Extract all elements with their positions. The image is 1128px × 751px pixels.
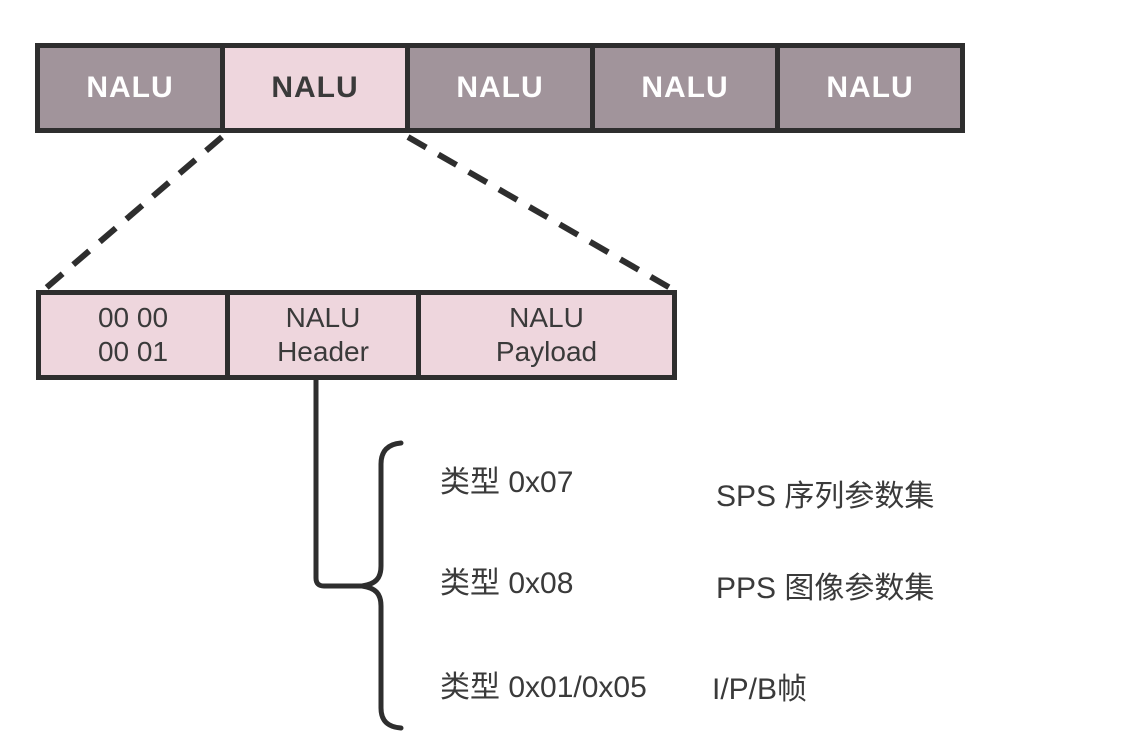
nalu-payload-line2: Payload (495, 336, 598, 367)
type-0x07-label: 类型 0x07 (440, 466, 574, 499)
nalu-header-line2: Header (277, 336, 369, 367)
type-0x07-meaning: SPS 序列参数集 (716, 480, 935, 513)
nalu-header-line1: NALU (285, 302, 361, 333)
nalu-block: NALU (775, 48, 960, 128)
curly-brace (361, 440, 404, 731)
nalu-header-cell: NALU Header (225, 295, 416, 375)
nalu-block: NALU (590, 48, 775, 128)
dashed-guide-left (44, 134, 224, 291)
header-connector-line (313, 375, 365, 589)
type-0x08-meaning: PPS 图像参数集 (716, 572, 935, 605)
start-code-cell: 00 00 00 01 (41, 295, 225, 375)
type-0x01-0x05-label: 类型 0x01/0x05 (440, 671, 647, 704)
type-0x01-0x05-meaning: I/P/B帧 (712, 673, 808, 706)
nalu-stream-row: NALU NALU NALU NALU NALU (35, 43, 965, 133)
type-0x08-label: 类型 0x08 (440, 567, 574, 600)
nalu-block: NALU (405, 48, 590, 128)
nalu-block: NALU (40, 48, 220, 128)
nalu-block-highlighted: NALU (220, 48, 405, 128)
nalu-payload-line1: NALU (509, 302, 584, 333)
start-code-line1: 00 00 (97, 302, 169, 333)
dashed-guide-right (406, 134, 674, 292)
start-code-line2: 00 01 (97, 336, 169, 367)
nalu-detail-row: 00 00 00 01 NALU Header NALU Payload (36, 290, 677, 380)
nalu-payload-cell: NALU Payload (416, 295, 672, 375)
